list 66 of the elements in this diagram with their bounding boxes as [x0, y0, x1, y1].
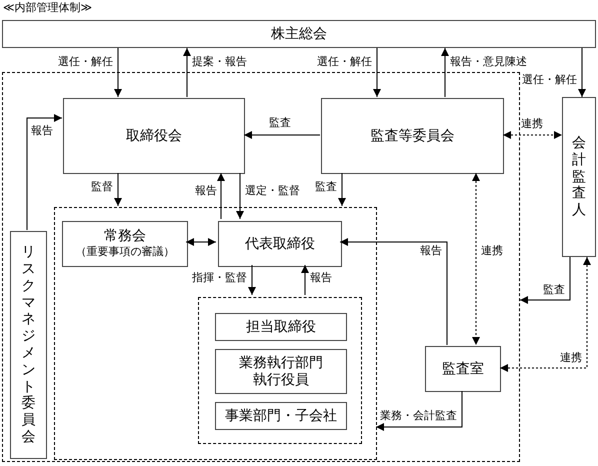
arrow: [26, 114, 62, 230]
edge-label: 報告・意見陳述: [449, 55, 528, 69]
box-label: 株主総会: [271, 26, 327, 42]
edge-label: 選定・監督: [244, 184, 301, 198]
dashed-group-frame: [198, 297, 362, 444]
edge-label: 選任・解任: [521, 73, 578, 87]
dotted-arrow: [472, 172, 480, 346]
box-sublabel: （重要事項の審議）: [76, 245, 174, 260]
organization-box: [215, 349, 347, 394]
edge-label: 報告: [309, 271, 333, 285]
arrow: [186, 238, 216, 246]
box-label: 代表取締役: [245, 236, 315, 252]
arrow: [236, 172, 244, 220]
edge-label: 指揮・監督: [191, 271, 248, 285]
arrow: [338, 172, 346, 206]
arrow: [217, 172, 225, 220]
edge-label: 監督: [90, 180, 114, 194]
box-label: 担当取締役: [246, 318, 316, 336]
arrow: [578, 48, 586, 98]
edge-label: 監査: [268, 116, 292, 130]
box-label: 常務会: [104, 228, 146, 246]
edge-label: 提案・報告: [191, 55, 248, 69]
dashed-group-frame: [54, 207, 377, 460]
dotted-arrow: [502, 131, 562, 139]
organization-box: [321, 98, 504, 174]
edge-label: 報告: [419, 244, 443, 258]
dotted-arrow: [500, 256, 591, 372]
organization-box: [63, 98, 245, 174]
organization-box: [10, 231, 47, 459]
arrow: [248, 264, 256, 296]
arrow: [244, 131, 320, 139]
arrow: [114, 172, 122, 206]
box-label: 会計監査人: [572, 135, 586, 219]
box-label: 監査室: [442, 360, 484, 378]
edge-label: 連携: [559, 351, 583, 365]
organization-box: [425, 346, 501, 392]
organization-box: [215, 402, 347, 430]
arrow: [183, 48, 191, 98]
edge-label: 監査: [542, 283, 566, 297]
organization-box: [62, 221, 188, 267]
edge-label: 選任・解任: [57, 55, 114, 69]
edge-label: 連携: [480, 244, 504, 258]
arrow: [340, 238, 448, 346]
arrow: [520, 256, 570, 304]
edge-label: 報告: [30, 124, 54, 138]
dashed-group-frame: [2, 72, 520, 462]
organization-box: [562, 97, 596, 257]
arrow: [441, 48, 449, 98]
arrow: [373, 48, 381, 98]
box-label: 取締役会: [126, 128, 182, 144]
arrow: [301, 264, 309, 296]
edge-label: 業務・会計監査: [379, 409, 458, 423]
edge-label: 連携: [520, 117, 544, 131]
edge-label: 監査: [314, 180, 338, 194]
organization-box: [218, 221, 342, 267]
edge-label: 報告: [194, 184, 218, 198]
box-label: 監査等委員会: [370, 128, 454, 144]
diagram-title: ≪内部管理体制≫: [3, 1, 92, 15]
edge-label: 選任・解任: [316, 55, 373, 69]
organization-box: [215, 313, 347, 341]
box-label: 事業部門・子会社: [225, 408, 337, 424]
box-label: 業務執行部門執行役員: [238, 354, 324, 388]
arrow: [376, 390, 462, 431]
organization-box: [2, 20, 596, 48]
box-label: リスクマネジメント委員会: [22, 244, 36, 446]
arrow: [114, 48, 122, 98]
